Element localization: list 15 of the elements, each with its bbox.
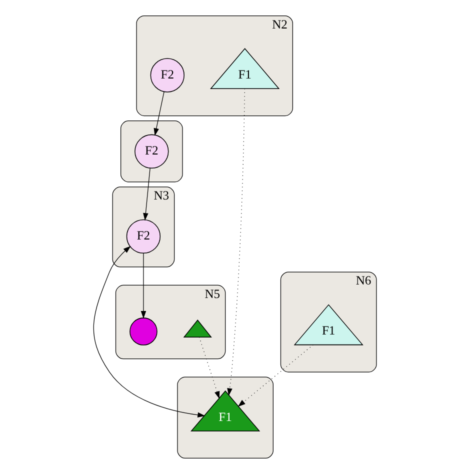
node-triangle xyxy=(182,320,212,338)
arrow xyxy=(237,344,313,407)
cluster: N5 xyxy=(114,284,226,360)
arrow xyxy=(140,252,146,319)
arrow xyxy=(153,91,164,136)
cluster xyxy=(120,120,182,182)
arrow xyxy=(198,336,220,399)
node-circle xyxy=(129,318,157,346)
node-circle: F2 xyxy=(150,58,184,92)
arrow xyxy=(226,88,245,396)
arrow xyxy=(142,168,150,221)
node-circle: F2 xyxy=(134,134,168,168)
node-circle: F2 xyxy=(126,219,160,254)
cluster xyxy=(176,376,273,459)
arrow xyxy=(92,246,205,418)
